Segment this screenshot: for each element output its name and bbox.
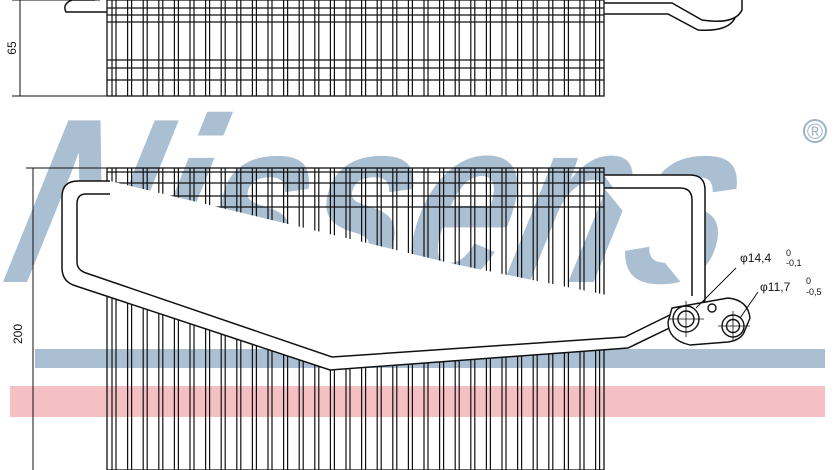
watermark-registered-mark: ® bbox=[807, 119, 823, 144]
top-view-right-pipe bbox=[604, 0, 743, 22]
large-fitting-tol-upper: 0 bbox=[786, 248, 791, 258]
registered-mark-circle bbox=[803, 119, 827, 143]
depth-dimension-label: 65 bbox=[5, 41, 19, 55]
watermark-red-stripe bbox=[10, 386, 825, 417]
large-fitting-diameter: φ14,4 bbox=[740, 251, 771, 265]
top-view-left-pipe bbox=[64, 0, 107, 13]
small-fitting-tol-lower: -0,5 bbox=[806, 287, 822, 297]
small-fitting-callout: φ11,7 0 -0,5 bbox=[760, 276, 822, 297]
evaporator-top-view bbox=[12, 0, 743, 97]
front-view-refrigerant-pipe bbox=[61, 180, 687, 371]
flange-bolt-hole bbox=[707, 303, 717, 313]
large-fitting-tol-lower: -0,1 bbox=[786, 258, 802, 268]
large-fitting-callout: φ14,4 0 -0,1 bbox=[740, 248, 802, 268]
evaporator-front-view bbox=[26, 167, 759, 470]
top-view-core-outline bbox=[106, 0, 605, 97]
fitting-flange bbox=[667, 297, 751, 346]
small-fitting-tol-upper: 0 bbox=[806, 276, 811, 286]
height-dimension-label: 200 bbox=[11, 324, 25, 344]
front-view-return-pipe bbox=[604, 174, 706, 309]
top-view-tubes bbox=[111, 0, 601, 96]
small-fitting-diameter: φ11,7 bbox=[760, 280, 791, 294]
